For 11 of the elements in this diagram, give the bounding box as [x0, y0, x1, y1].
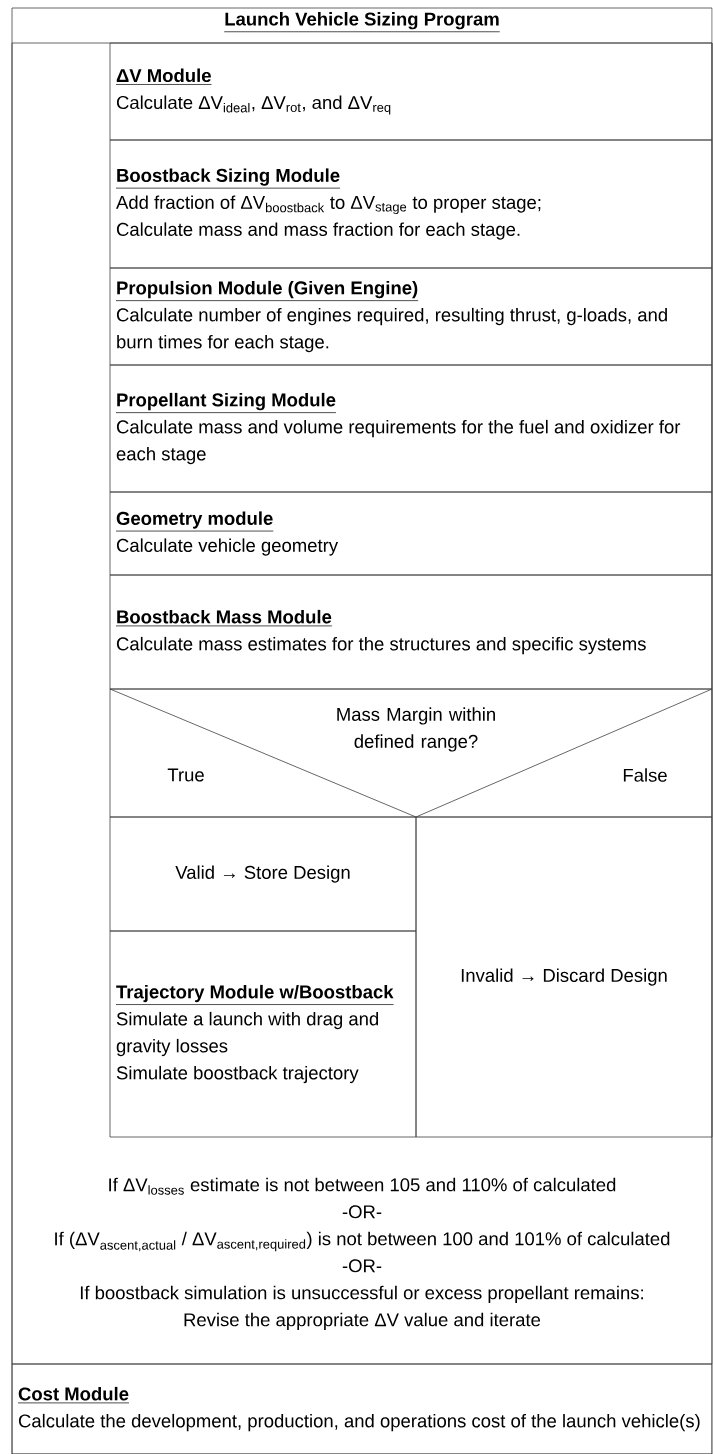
- module-box: Cost Module Calculate the development, production, and operations cost of the launch vehicle(s): [11, 1363, 713, 1454]
- module-box: Propellant Sizing Module Calculate mass and volume requirements for the fuel and oxidizer for each stage: [109, 364, 713, 493]
- outcome-box: Invalid → Discard Design: [415, 816, 713, 1138]
- outcome-box: Valid → Store Design: [109, 816, 417, 932]
- module-box: Propulsion Module (Given Engine) Calculate number of engines required, resulting thrust, g-loads, and burn times for each stage.: [109, 267, 713, 366]
- module-box: Trajectory Module w/Boostback Simulate a launch with drag and gravity losses Simulate boostback trajectory: [109, 930, 417, 1138]
- module-box: Geometry module Calculate vehicle geometry: [109, 491, 713, 576]
- decision-block: Mass Margin within defined range? True False: [109, 688, 713, 818]
- module-box: ΔV Module $\text{Calculate ΔV}_{\text{ideal}}\text{, ΔV}_{\text{rot}}\text{, and ΔV}_{\text{req}}$: [109, 42, 713, 141]
- module-box: Boostback Sizing Module $\text{Add fraction of ΔV}_{\text{boostback}}\text{ to ΔV}_{\text{stage}}\text{ to proper stage;}\allowbreak\ \text{Calculate mass and mass fraction for each stage.}$: [109, 139, 713, 269]
- module-box: Boostback Mass Module Calculate mass estimates for the structures and specific systems: [109, 574, 713, 690]
